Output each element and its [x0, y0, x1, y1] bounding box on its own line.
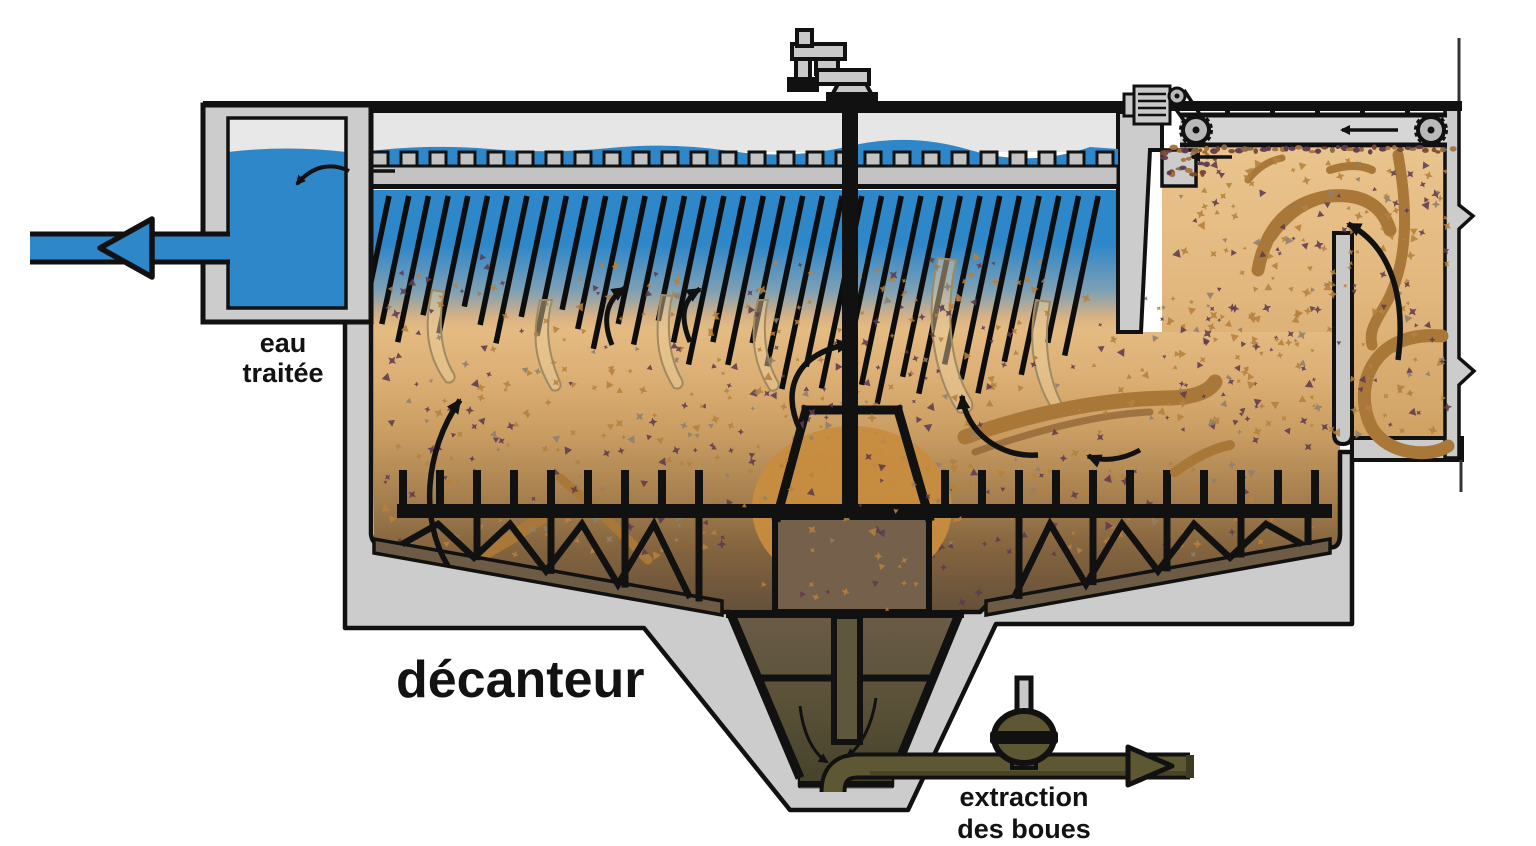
flow-arrow-left — [1086, 447, 1142, 468]
scum-conveyor — [1122, 84, 1448, 148]
inlet-baffle — [1332, 231, 1354, 447]
flow-arrow-center — [789, 339, 852, 432]
flow-arrow-up-right — [956, 394, 1039, 458]
floc-swirls — [426, 256, 1064, 414]
flow-arrow-up — [604, 285, 627, 346]
center-column — [772, 514, 932, 615]
inlet-particles — [1172, 156, 1453, 439]
floc-particles-overlay — [688, 388, 990, 611]
flow-arrows — [295, 152, 1403, 764]
effluent-pipe — [30, 216, 230, 280]
extraction-pipe — [819, 744, 1194, 793]
conveyor-motor-icon — [1132, 84, 1172, 126]
floor-sludge-right — [984, 536, 1332, 618]
inlet-top-rim — [1158, 101, 1462, 111]
scraper-beam — [397, 504, 1332, 518]
flow-arrow-up — [681, 286, 702, 343]
treated-water-label-line1: eau — [260, 328, 307, 358]
weir-trough — [350, 164, 1120, 188]
floor-sludge-left — [372, 536, 724, 618]
lamella-plates — [363, 195, 1101, 405]
scraper-truss — [397, 404, 1332, 602]
drive-motor-icon — [787, 28, 878, 109]
sludge-hopper — [725, 588, 965, 788]
tank-freeboard — [371, 112, 1118, 152]
tank-top-rim — [203, 101, 1150, 113]
inlet-outer-wall — [1443, 105, 1477, 460]
hopper-center-post — [831, 613, 863, 745]
sludge-valve-icon — [990, 675, 1058, 770]
trough-bottom-edge — [352, 184, 1118, 189]
sludge-extraction-label-line2: des boues — [957, 814, 1091, 844]
treated-water-label-line2: traitée — [242, 358, 323, 388]
effluent-box — [200, 102, 374, 325]
sludge-extraction-label-line1: extraction — [959, 782, 1088, 812]
hopper-flow-arrow — [845, 697, 878, 759]
floc-particles — [381, 252, 1317, 561]
extraction-arrow-icon — [1125, 744, 1175, 788]
flow-arrow-up-left — [426, 398, 463, 568]
effluent-arrow-icon — [97, 216, 155, 280]
inlet-flow-arrow — [1346, 221, 1403, 361]
inlet-streams — [1170, 149, 1455, 477]
center-shaft — [842, 104, 858, 518]
weir-discharge-arrow — [295, 164, 350, 186]
hopper-flow-arrow — [798, 705, 829, 764]
tank-label: décanteur — [396, 651, 645, 709]
